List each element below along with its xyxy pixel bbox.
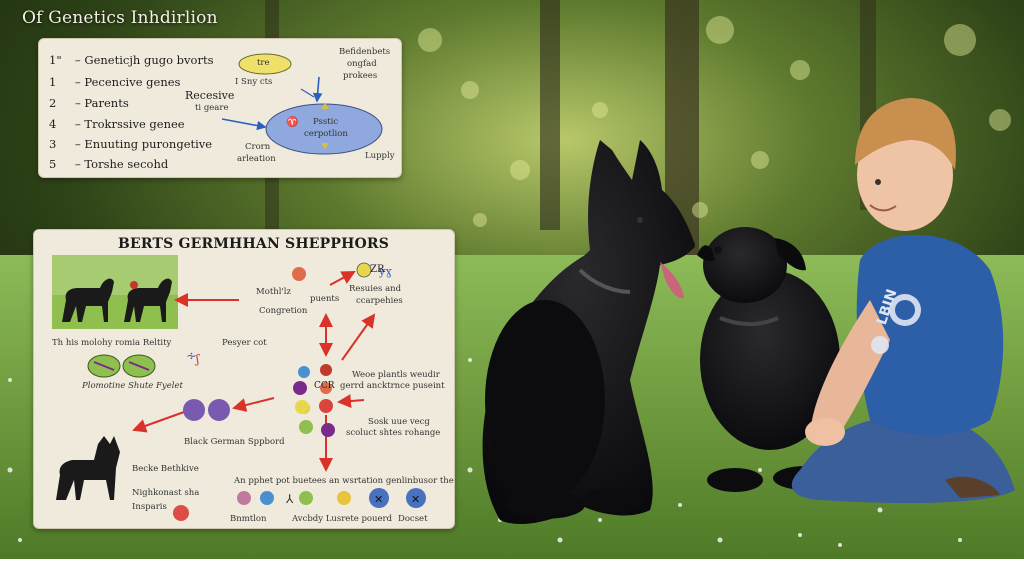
glyph-icon: ∻: [186, 349, 197, 364]
adult-dog-figure: [482, 140, 695, 525]
puppy-figure: [697, 227, 840, 492]
key-item: 2– Parents: [49, 96, 129, 110]
genetics-key-panel: 1"– Geneticjh gugo bvorts 1– Pecencive g…: [38, 38, 402, 178]
shepherd-genetics-diagram: ⅄ ✕ ✕ ∻ ʃ ɏɣ: [52, 255, 426, 521]
key-item: 4– Trokrssive genee: [49, 117, 185, 131]
inheritance-diagram: ♈: [221, 53, 383, 155]
glyph-icon: ʃ: [194, 352, 200, 366]
glyph-icon: ɏɣ: [378, 265, 392, 278]
glyph-icon: ✕: [411, 493, 420, 506]
glyph-icon: ♈: [286, 115, 298, 128]
image-title: Of Genetics Inhdirlion: [22, 8, 218, 28]
glyph-icon: ⅄: [285, 492, 294, 506]
key-item: 1"– Geneticjh gugo bvorts: [49, 53, 214, 67]
key-item: 3– Enuuting purongetive: [49, 137, 213, 151]
key-item: 5– Torshe secohd: [49, 157, 169, 171]
boy-figure: [791, 98, 1015, 503]
key-item: 1– Pecencive genes: [49, 75, 181, 89]
panel-title: BERTS GERMHHAN SHEPPHORS: [118, 236, 390, 252]
german-shepherd-panel: BERTS GERMHHAN SHEPPHORS: [33, 229, 455, 529]
glyph-icon: ✕: [374, 493, 383, 506]
